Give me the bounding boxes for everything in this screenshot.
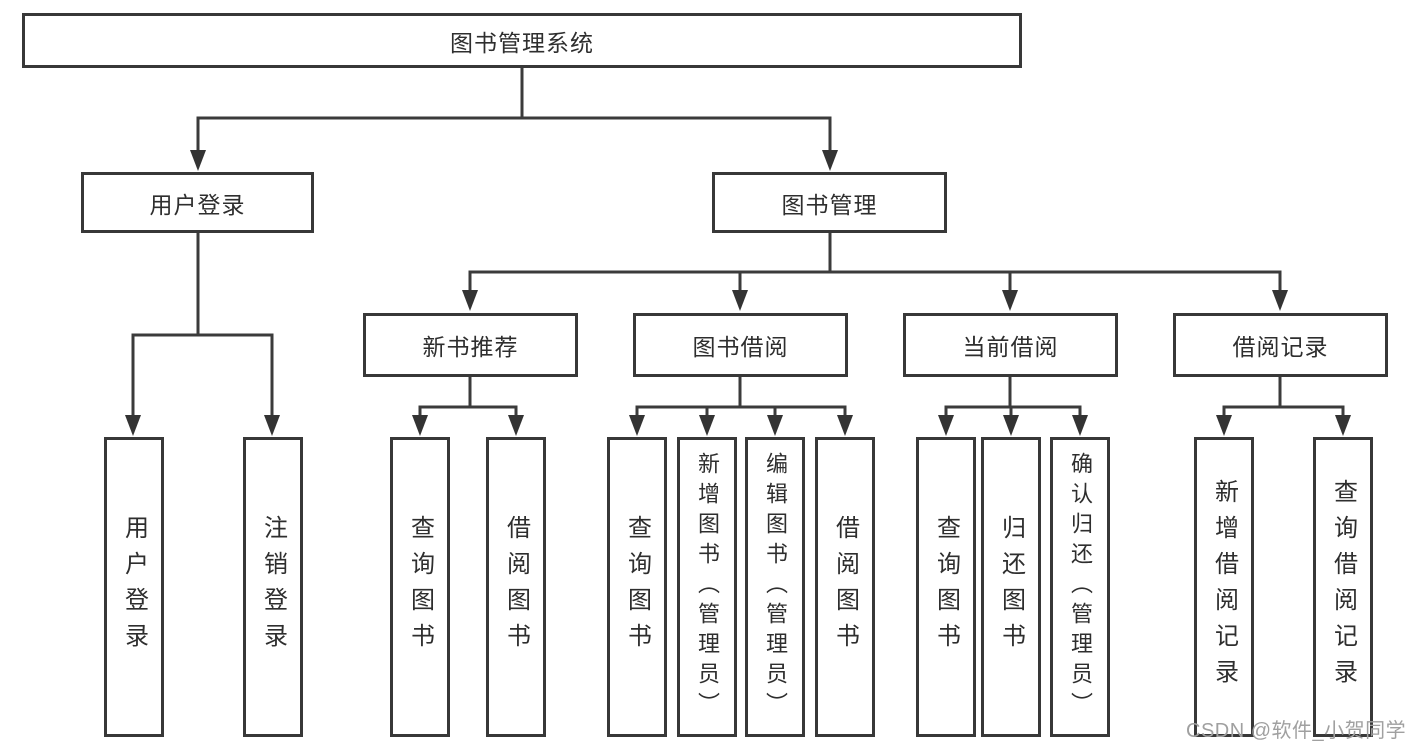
leaf-edit-books-admin: 编辑图书（管理员） [745,437,805,737]
connector-current-borrow-to-leaves [938,373,1088,436]
leaf-query-books-recommend: 查询图书 [390,437,450,737]
leaf-return-books: 归还图书 [981,437,1041,737]
connector-book-borrow-to-leaves [629,373,853,436]
node-library-management-system: 图书管理系统 [22,13,1022,68]
connector-user-login-to-leaves [125,231,280,436]
node-book-management: 图书管理 [712,172,947,233]
node-borrow-record: 借阅记录 [1173,313,1388,377]
leaf-add-books-admin: 新增图书（管理员） [677,437,737,737]
csdn-watermark: CSDN @软件_小贺同学 [1186,720,1405,742]
connector-root-to-level2 [190,64,838,171]
leaf-add-borrow-record: 新增借阅记录 [1194,437,1254,737]
node-current-borrow: 当前借阅 [903,313,1118,377]
leaf-query-books-borrow: 查询图书 [607,437,667,737]
leaf-confirm-return-admin: 确认归还（管理员） [1050,437,1110,737]
leaf-borrow-books-recommend: 借阅图书 [486,437,546,737]
connector-borrow-record-to-leaves [1216,373,1351,436]
leaf-user-login: 用户登录 [104,437,164,737]
connector-new-book-to-leaves [412,373,524,436]
node-book-borrow: 图书借阅 [633,313,848,377]
leaf-query-books-current: 查询图书 [916,437,976,737]
leaf-logout: 注销登录 [243,437,303,737]
connector-book-mgmt-to-level3 [462,229,1288,311]
node-new-book-recommend: 新书推荐 [363,313,578,377]
node-user-login: 用户登录 [81,172,314,233]
leaf-borrow-books: 借阅图书 [815,437,875,737]
leaf-query-borrow-record: 查询借阅记录 [1313,437,1373,737]
